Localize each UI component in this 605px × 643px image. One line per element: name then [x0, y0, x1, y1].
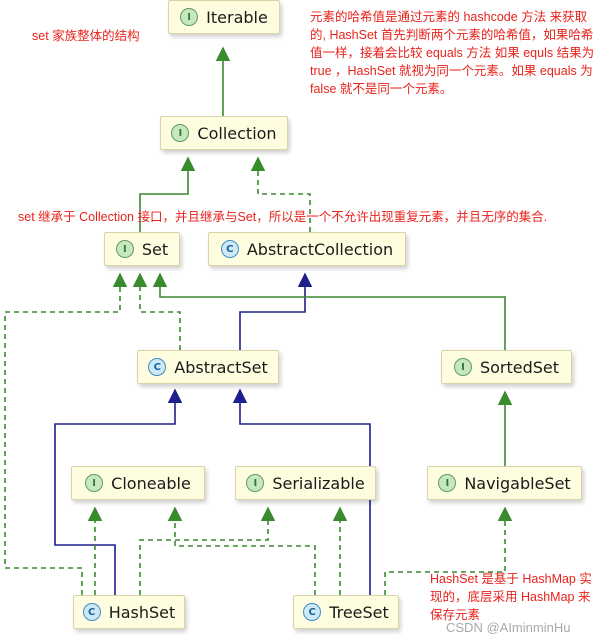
- node-label: AbstractSet: [174, 357, 268, 377]
- interface-icon: I: [171, 124, 190, 142]
- edge-treeset-cloneable: [167, 506, 316, 595]
- interface-icon: I: [115, 240, 134, 258]
- edge-set-collection: [139, 156, 196, 232]
- edge-treeset-navigableset: [384, 506, 513, 595]
- node-label: Set: [141, 239, 169, 259]
- node-iterable[interactable]: I Iterable: [168, 0, 280, 34]
- note-hashmap: HashSet 是基于 HashMap 实现的，底层采用 HashMap 来保存…: [430, 572, 592, 622]
- node-abstract-collection[interactable]: C AbstractCollection: [208, 232, 406, 266]
- interface-icon: I: [246, 474, 265, 492]
- node-label: HashSet: [108, 602, 176, 622]
- node-cloneable[interactable]: I Cloneable: [71, 466, 205, 500]
- note-set-description: set 继承于 Collection 接口，并且继承与Set，所以是一个不允许出…: [18, 210, 548, 224]
- edge-hashset-set: [4, 272, 128, 595]
- node-abstract-set[interactable]: C AbstractSet: [137, 350, 279, 384]
- node-label: AbstractCollection: [246, 239, 394, 259]
- node-label: Collection: [197, 123, 277, 143]
- edge-sortedset-set: [152, 272, 506, 350]
- node-set[interactable]: I Set: [104, 232, 180, 266]
- node-serializable[interactable]: I Serializable: [235, 466, 376, 500]
- class-icon: C: [220, 240, 239, 258]
- interface-icon: I: [438, 474, 457, 492]
- node-label: Serializable: [272, 473, 365, 493]
- interface-icon: I: [453, 358, 472, 376]
- note-hash-rule: 元素的哈希值是通过元素的 hashcode 方法 来获取的, HashSet 首…: [310, 10, 595, 96]
- node-label: NavigableSet: [464, 473, 571, 493]
- node-sorted-set[interactable]: I SortedSet: [441, 350, 572, 384]
- node-label: Cloneable: [111, 473, 191, 493]
- class-icon: C: [148, 358, 167, 376]
- class-icon: C: [303, 603, 322, 621]
- edge-abstractset-set: [132, 272, 181, 350]
- edge-hashset-serializable: [139, 506, 276, 595]
- edge-treeset-abstractset: [232, 388, 371, 595]
- edge-abstractset-abstractcollection: [239, 272, 313, 350]
- node-tree-set[interactable]: C TreeSet: [293, 595, 399, 629]
- watermark: CSDN @AIminminHu: [446, 620, 571, 635]
- node-collection[interactable]: I Collection: [160, 116, 288, 150]
- interface-icon: I: [85, 474, 104, 492]
- class-icon: C: [82, 603, 101, 621]
- node-label: SortedSet: [479, 357, 560, 377]
- note-family-structure: set 家族整体的结构: [32, 29, 140, 43]
- node-label: Iterable: [206, 7, 268, 27]
- edge-hashset-abstractset: [54, 388, 183, 595]
- node-hash-set[interactable]: C HashSet: [73, 595, 185, 629]
- interface-icon: I: [180, 8, 199, 26]
- edge-abstractcollection-collection: [250, 156, 311, 232]
- node-navigable-set[interactable]: I NavigableSet: [427, 466, 582, 500]
- node-label: TreeSet: [329, 602, 389, 622]
